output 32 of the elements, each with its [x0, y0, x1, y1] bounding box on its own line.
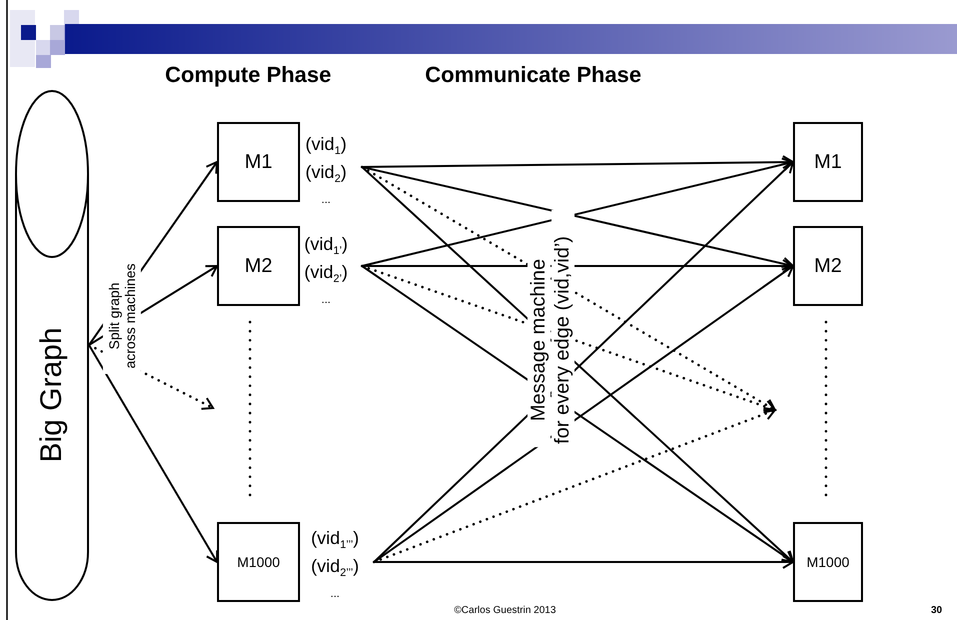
- machine-label: M2: [814, 254, 842, 278]
- copyright-text: ©Carlos Guestrin 2013: [454, 605, 556, 616]
- machine-box: [217, 122, 300, 202]
- ellipsis-text: ...: [320, 293, 332, 308]
- page-number: 30: [931, 605, 942, 616]
- vertex-id-label: (vid$_{1’}$): [303, 233, 349, 258]
- machine-box: [793, 226, 863, 306]
- arrow: [362, 155, 794, 170]
- ellipsis-text: ...: [329, 587, 341, 602]
- machine-box: [793, 522, 863, 602]
- machine-label: M2: [244, 254, 272, 278]
- machine-label: M1: [244, 150, 272, 174]
- phase-heading: Communicate Phase: [425, 62, 642, 88]
- dotted-arrow: [360, 166, 776, 412]
- vertex-id-label: (vid$_{2}$): [304, 161, 348, 186]
- machine-box: [217, 522, 300, 602]
- arrow: [88, 344, 218, 563]
- ellipsis-text: ...: [320, 193, 332, 208]
- machine-label: M1000: [806, 554, 850, 570]
- machine-label: M1: [814, 150, 842, 174]
- dotted-arrow: [372, 406, 776, 564]
- machine-box: [217, 226, 300, 306]
- vertex-id-label: (vid$_{1}$): [304, 133, 348, 158]
- cylinder-label: Big Graph: [35, 327, 69, 463]
- phase-heading: Compute Phase: [165, 62, 332, 88]
- machine-box: [793, 122, 863, 202]
- arrow: [374, 555, 794, 569]
- vertex-id-label: (vid$_{2’}$): [303, 261, 349, 286]
- machine-label: M1000: [237, 554, 280, 570]
- dotted-arrow: [360, 264, 776, 414]
- vertex-id-label: (vid$_{1’’’}$): [310, 527, 360, 552]
- vertex-id-label: (vid$_{2’’’}$): [310, 555, 360, 580]
